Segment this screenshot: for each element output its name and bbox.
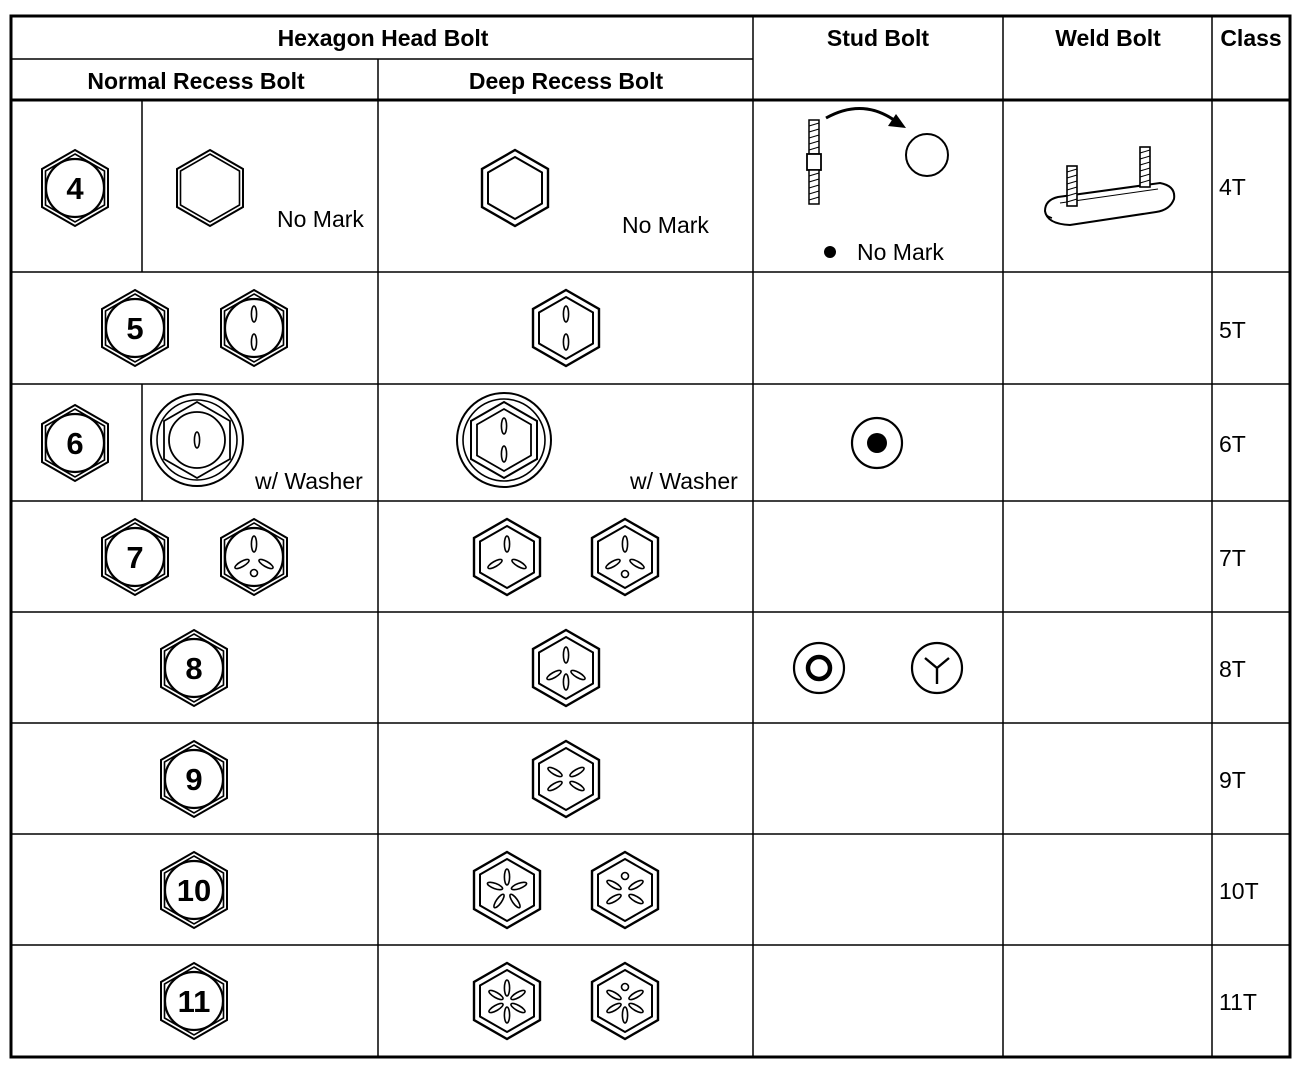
no-mark-label-deep: No Mark: [622, 212, 709, 238]
deep-recess-six-mark-icon: [472, 961, 542, 1041]
no-mark-label-stud: No Mark: [857, 239, 944, 265]
bolt-head-11-icon: 11: [159, 961, 229, 1041]
bolt-head-two-line-icon: [219, 288, 289, 368]
stud-ring-icon: [792, 641, 846, 695]
bolt-head-8-icon: 8: [159, 628, 229, 708]
bolt-head-10-icon: 10: [159, 850, 229, 930]
deep-recess-three-mark-icon: [472, 517, 542, 597]
bolt-head-7-icon: 7: [100, 517, 170, 597]
header-weld-bolt: Weld Bolt: [1055, 25, 1161, 51]
washer-label-normal: w/ Washer: [254, 468, 363, 494]
svg-text:7: 7: [126, 540, 143, 575]
class-label-6T: 6T: [1219, 431, 1246, 457]
svg-text:9: 9: [185, 762, 202, 797]
class-label-9T: 9T: [1219, 767, 1246, 793]
class-label-5T: 5T: [1219, 317, 1246, 343]
header-normal-recess-bolt: Normal Recess Bolt: [87, 68, 305, 94]
class-label-7T: 7T: [1219, 545, 1246, 571]
class-label-4T: 4T: [1219, 174, 1246, 200]
class-label-11T: 11T: [1219, 989, 1257, 1015]
weld-bolt-icon: [1043, 146, 1176, 227]
deep-recess-plain-icon: [480, 148, 550, 228]
class-label-8T: 8T: [1219, 656, 1246, 682]
washer-label-deep: w/ Washer: [629, 468, 738, 494]
svg-text:8: 8: [185, 651, 202, 686]
svg-text:4: 4: [66, 171, 84, 206]
deep-recess-x-mark-icon: [531, 739, 601, 819]
deep-recess-three-mark-dot-icon: [590, 517, 660, 597]
header-stud-bolt: Stud Bolt: [827, 25, 930, 51]
deep-recess-five-mark-icon: [472, 850, 542, 930]
deep-recess-six-mark-dot-icon: [590, 961, 660, 1041]
deep-recess-four-mark-dot-icon: [590, 850, 660, 930]
svg-text:11: 11: [178, 984, 211, 1019]
stud-dot-icon: [850, 416, 904, 470]
bolt-head-plain-icon: [176, 149, 244, 227]
table-border: [9, 14, 1292, 1059]
bolt-head-6-icon: 6: [40, 403, 110, 483]
bolt-head-4-icon: 4: [40, 148, 110, 228]
svg-text:6: 6: [66, 426, 83, 461]
no-mark-label-normal: No Mark: [277, 206, 364, 232]
bullet-icon: [824, 246, 836, 258]
class-label-10T: 10T: [1219, 878, 1259, 904]
bolt-head-three-mark-icon: [219, 517, 289, 597]
deep-recess-four-mark-icon: [531, 628, 601, 708]
stud-y-mark-icon: [910, 641, 964, 695]
header-hexagon-head-bolt: Hexagon Head Bolt: [278, 25, 489, 51]
bolt-head-9-icon: 9: [159, 739, 229, 819]
header-deep-recess-bolt: Deep Recess Bolt: [469, 68, 664, 94]
svg-text:5: 5: [126, 311, 143, 346]
svg-text:10: 10: [177, 873, 211, 908]
bolt-head-5-icon: 5: [100, 288, 170, 368]
header-class: Class: [1220, 25, 1281, 51]
washer-bolt-icon: [150, 393, 244, 487]
stud-bolt-icon: [806, 107, 949, 205]
deep-recess-two-line-icon: [531, 288, 601, 368]
deep-washer-bolt-icon: [456, 392, 552, 488]
